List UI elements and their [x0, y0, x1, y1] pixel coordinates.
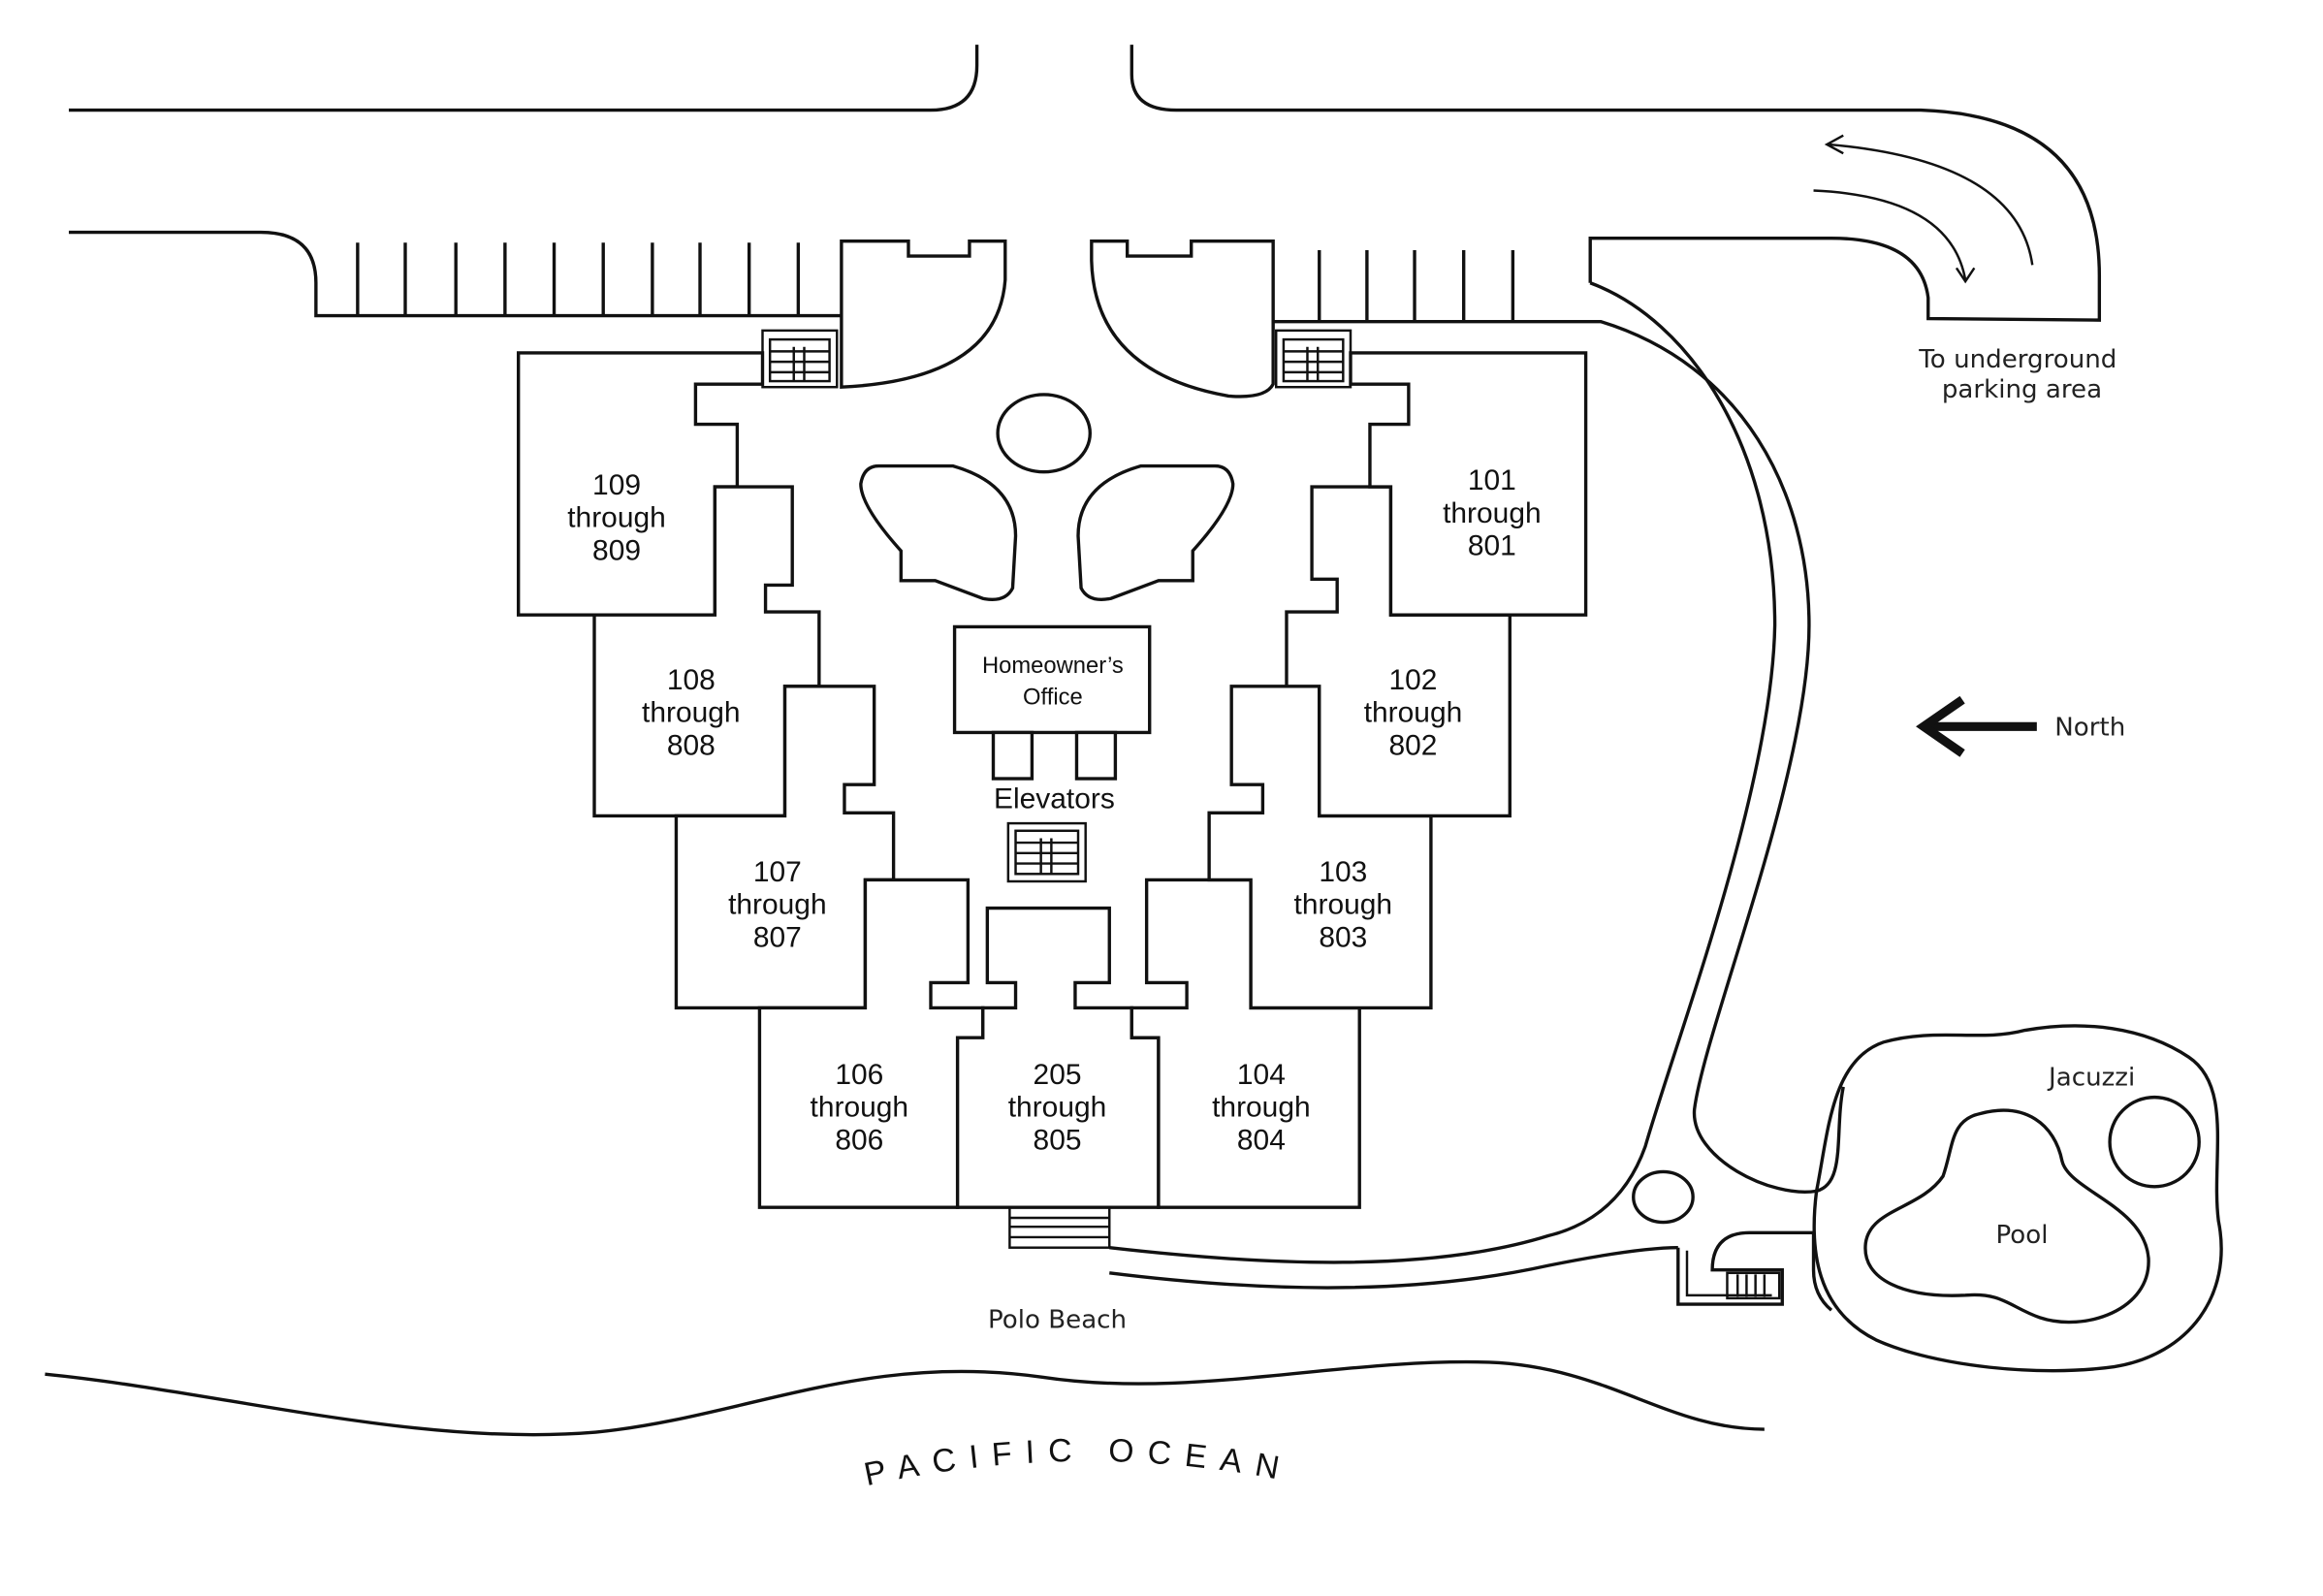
jacuzzi [2108, 1095, 2201, 1189]
homeowners-office [952, 624, 1152, 735]
unit-101 [1349, 351, 1588, 617]
lobby-structures [761, 239, 1352, 601]
parking-lot [68, 230, 1515, 322]
planter-right [1076, 463, 1235, 601]
jacuzzi-label: Jacuzzi [2047, 1063, 2135, 1092]
north-label: North [2054, 714, 2125, 743]
north-arrow-icon [1916, 695, 2037, 757]
parking-ramp-arrows [1813, 134, 2034, 284]
beach-label: Polo Beach [988, 1306, 1127, 1335]
entrance-road [68, 45, 2102, 322]
stairs-icon-right [1275, 329, 1352, 389]
coastline [45, 1359, 1765, 1437]
fountain [996, 393, 1092, 474]
elevator-icon [1006, 821, 1087, 883]
stairs-icon-left [761, 329, 839, 389]
pool [1863, 1108, 2150, 1325]
planter-left [859, 463, 1018, 601]
parking-label: To underground parking area [1918, 345, 2124, 404]
pool-label: Pool [1995, 1221, 2048, 1250]
building-units [516, 351, 1588, 1249]
pool-area [1812, 1024, 2223, 1373]
beach-stairs [1008, 1206, 1111, 1249]
ocean-label: PACIFIC OCEAN [861, 1432, 1295, 1493]
elevators-label: Elevators [994, 783, 1115, 815]
